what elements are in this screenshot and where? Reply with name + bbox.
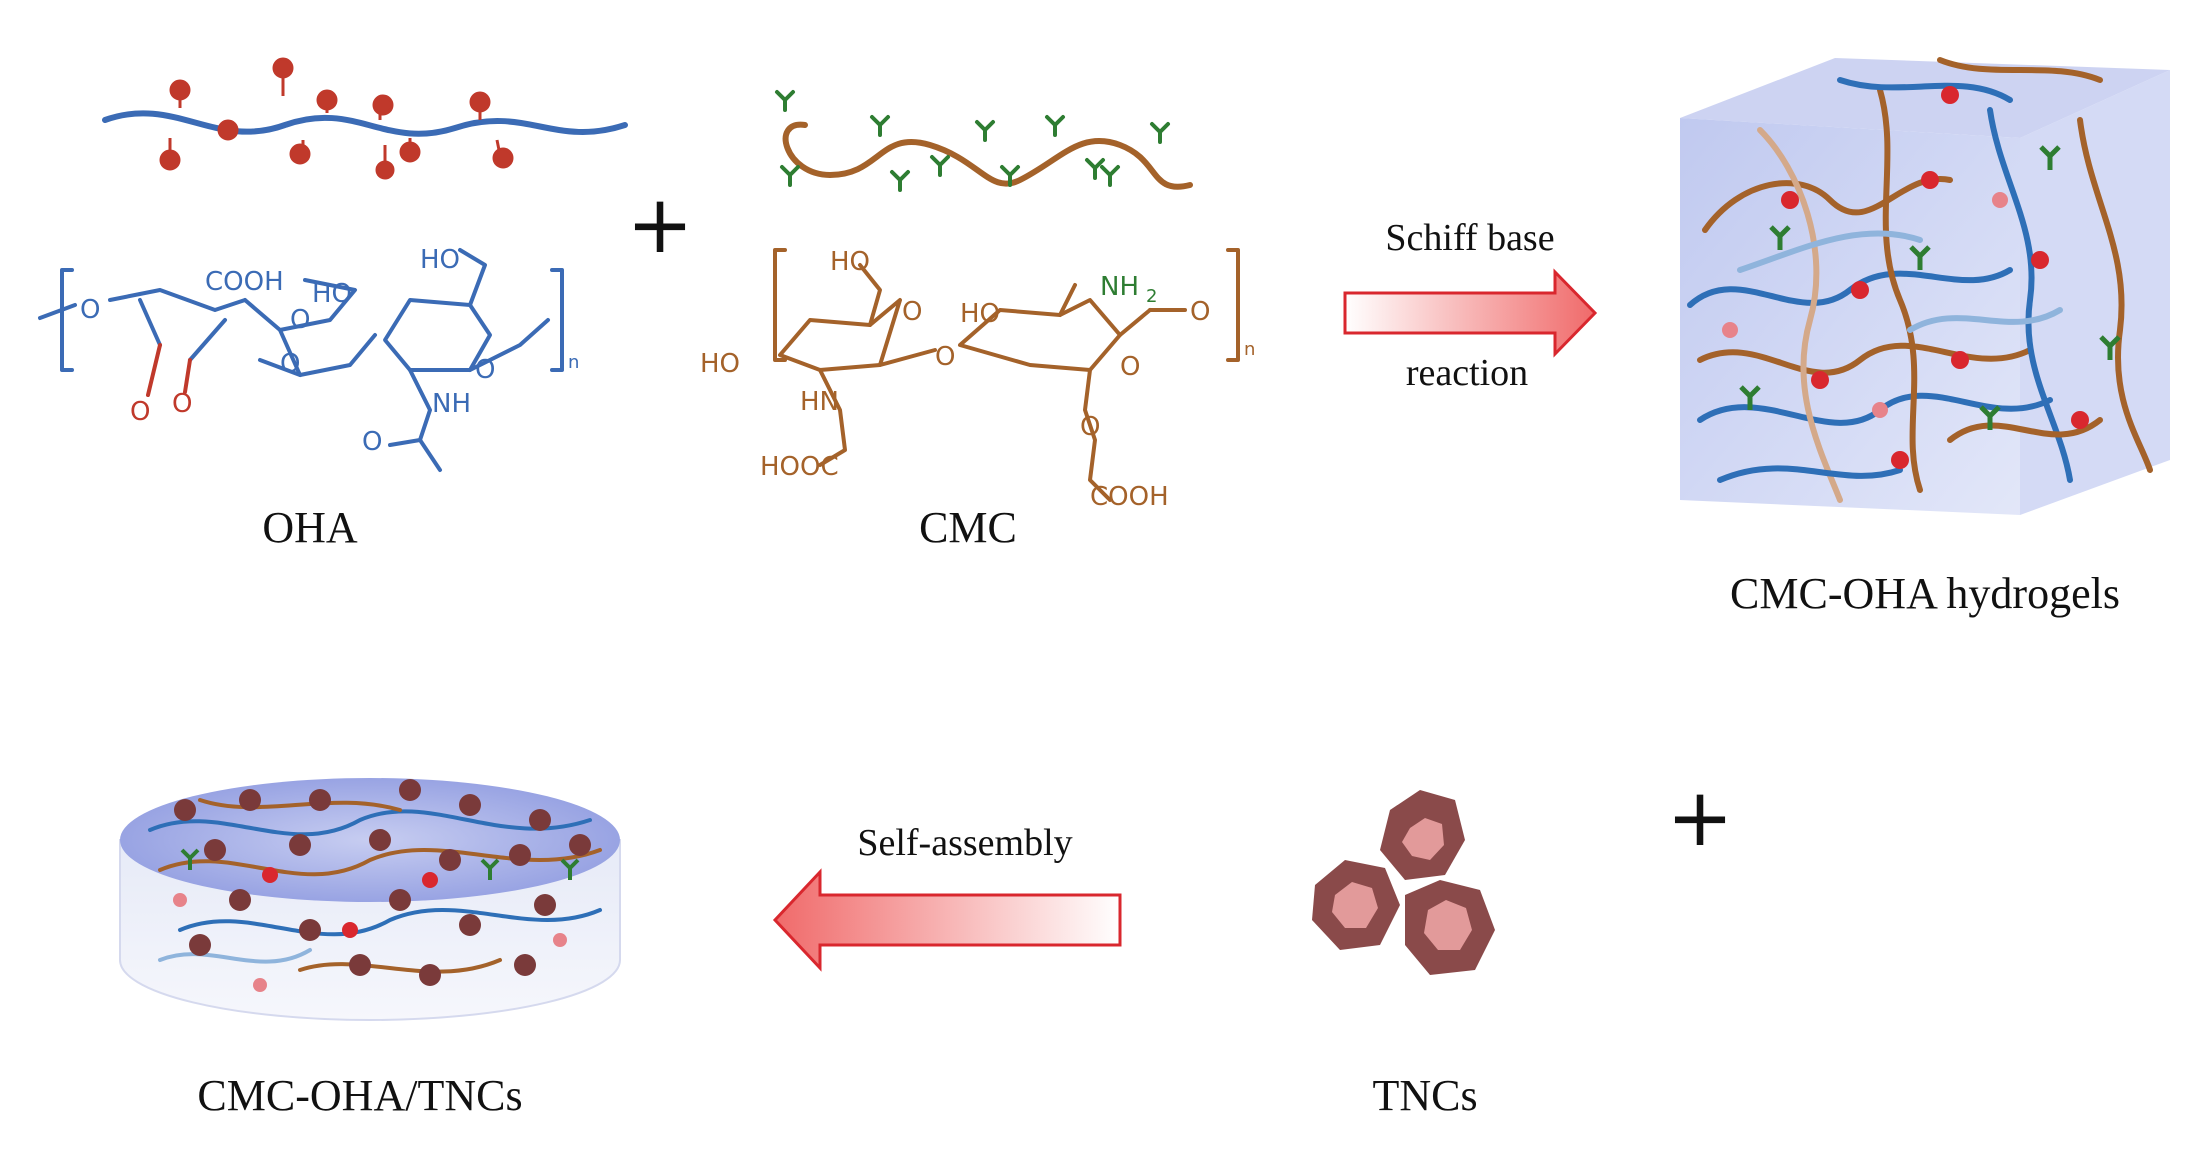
cmc-ho-left: HO [700,349,740,379]
oha-chain-cartoon [102,57,628,180]
crosslink-markers [1722,86,2121,469]
self-assembly-arrow [772,868,1122,972]
tncs-cluster [1312,790,1495,975]
oha-carbonyl-oxygen: O [362,427,382,457]
oha-nh: NH [432,389,471,419]
oha-ho-ring: HO [312,279,352,309]
aldehyde-pendants [159,57,514,180]
oha-repeat-n: n [568,352,579,373]
cmc-ring-oxygen-2: O [1120,352,1140,382]
cmc-structure-text: HO HO O O HN HOOC HO O O COOH O n NH 2 [700,247,1255,512]
hydrogel-network [1687,57,2153,503]
oha-ho-ch2: HO [420,245,460,275]
hydrogel-cube [1680,57,2170,515]
oha-ring-oxygen-2: O [475,355,495,385]
plus-sign-top: + [626,178,693,271]
cmc-hn: HN [800,387,839,417]
plus-sign-bottom: + [1666,771,1733,864]
oha-aldehyde-o2: O [172,389,192,419]
cmc-nh2: NH [1100,272,1139,302]
cmc-bridge-oxygen: O [935,342,955,372]
cmc-chain-cartoon [775,90,1193,192]
oha-cooh: COOH [205,267,284,297]
hydrogel-label: CMC-OHA hydrogels [1730,569,2120,618]
cmc-structure [773,248,1240,502]
oha-aldehyde-o1: O [130,397,150,427]
cmc-cooh: COOH [1090,482,1169,512]
cmc-oxygen-right: O [1190,297,1210,327]
composite-disk [119,778,621,1021]
oha-aldehydes [146,343,192,397]
cmc-ho-mid: HO [960,299,1000,329]
oha-ring-oxygen: O [290,305,310,335]
oha-structure-text: O COOH O O HO HO O NH O n O O [80,245,579,457]
cmc-ho-ch2: HO [830,247,870,277]
oha-label: OHA [262,503,358,552]
reaction-label: reaction [1406,352,1528,394]
disk-crosslinks [173,848,580,992]
self-assembly-label: Self-assembly [857,822,1072,864]
composite-label: CMC-OHA/TNCs [197,1071,522,1120]
composite-network [148,798,602,974]
cmc-hooc: HOOC [760,452,839,482]
amine-pendants [775,90,1170,192]
oha-bridge-oxygen: O [280,349,300,379]
tnc-particles [174,779,591,986]
schiff-base-arrow [1343,268,1598,358]
cmc-label: CMC [919,503,1017,552]
cmc-nh2-subscript: 2 [1146,286,1157,307]
oha-oxygen-left: O [80,295,100,325]
oha-structure [38,248,564,472]
cmc-ring-oxygen: O [902,297,922,327]
schiff-base-label: Schiff base [1385,217,1554,259]
tncs-label: TNCs [1372,1071,1477,1120]
cmc-repeat-n: n [1244,339,1255,360]
cmc-ether-oxygen: O [1080,412,1100,442]
